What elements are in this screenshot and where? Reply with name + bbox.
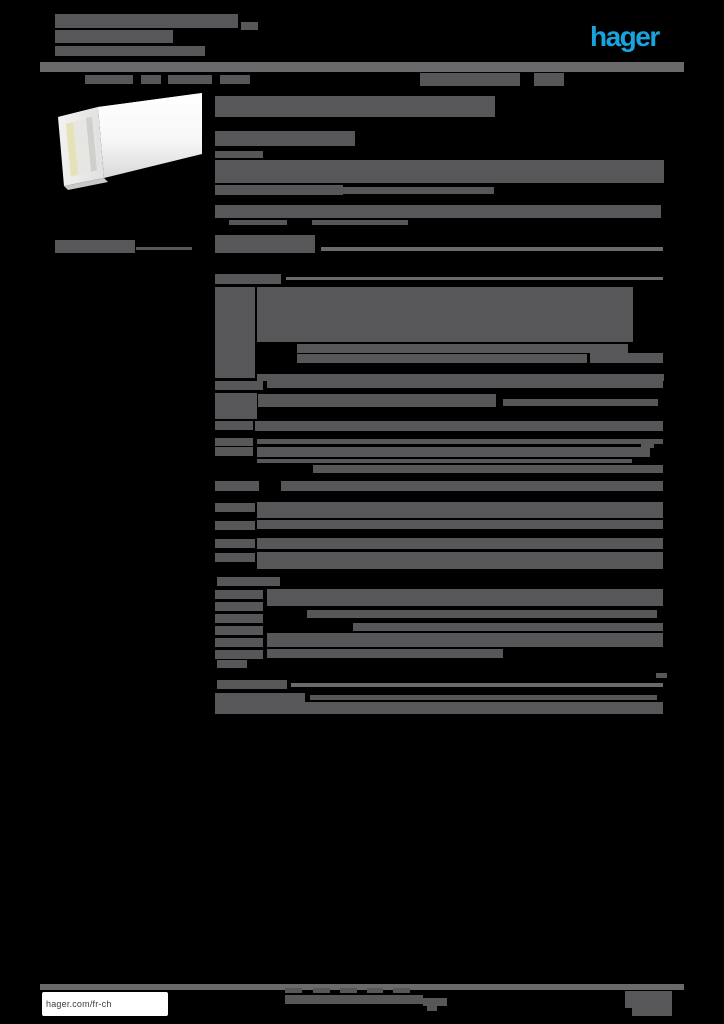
spec-row-label <box>215 650 263 659</box>
footer-page-block <box>632 1008 672 1016</box>
spec-row-label <box>215 481 259 491</box>
section-rule <box>321 247 663 251</box>
footer-rule <box>40 984 684 990</box>
trunking-bottom-lip <box>64 178 108 190</box>
footer-icon <box>313 988 330 993</box>
footnote-marker <box>656 673 667 678</box>
spec-row-label <box>215 590 263 599</box>
margin-reference-label <box>55 240 135 253</box>
spec-value-row <box>353 623 663 631</box>
spec-value-row <box>255 421 663 431</box>
footer-icon <box>367 988 383 993</box>
product-photo-trunking <box>58 93 202 190</box>
description-line <box>215 185 343 195</box>
spec-row-label <box>215 521 255 530</box>
spec-value-row <box>310 695 657 700</box>
spec-value-block <box>257 552 663 569</box>
footer-icon <box>393 988 410 993</box>
spec-row-label <box>215 421 253 430</box>
margin-reference-tail <box>136 247 192 250</box>
header-meta-text <box>220 75 250 84</box>
section-rule <box>291 683 663 687</box>
trunking-cavity-shadow <box>86 117 97 172</box>
description-fragment <box>229 220 287 225</box>
spec-value-row <box>257 447 650 457</box>
footer-meta-text <box>423 998 447 1006</box>
doc-title-line-2 <box>55 30 173 43</box>
spec-row-label <box>215 602 263 611</box>
spec-value-row <box>257 374 664 381</box>
trunking-inner-strip <box>66 122 78 177</box>
spec-value-block <box>257 287 633 342</box>
spec-value-row <box>267 381 663 388</box>
doc-title-superscript <box>241 22 258 30</box>
footer-meta-fragment <box>427 1006 437 1011</box>
spec-value-row <box>281 481 663 491</box>
footer-page-block <box>625 991 672 1008</box>
spec-row-label <box>215 274 281 284</box>
header-meta-bold <box>534 73 564 86</box>
header-meta-text <box>141 75 161 84</box>
section-rule <box>286 277 663 280</box>
footer-icon <box>285 988 302 993</box>
spec-row-label <box>215 381 263 390</box>
header-meta-bold <box>420 73 520 86</box>
footnote-marker <box>641 441 654 448</box>
spec-row-label <box>215 693 305 703</box>
description-line <box>334 187 494 194</box>
spec-row-label <box>215 553 255 562</box>
spec-row-label <box>215 503 255 512</box>
spec-row-label <box>217 660 247 668</box>
spec-label-column <box>215 393 257 419</box>
spec-value-row <box>257 459 632 463</box>
product-subtitle <box>215 131 355 146</box>
spec-row-label <box>215 626 263 635</box>
doc-title-line-1 <box>55 14 238 28</box>
header-meta-text <box>85 75 133 84</box>
section-header <box>215 235 315 253</box>
trunking-side-face <box>98 93 202 178</box>
spec-value-row <box>257 538 663 549</box>
spec-row-label <box>215 438 253 446</box>
spec-row-label <box>215 638 263 647</box>
spec-row-label <box>217 577 280 586</box>
spec-value-row <box>307 610 657 618</box>
spec-value-row <box>257 520 663 529</box>
doc-subtitle-line <box>55 46 205 56</box>
description-paragraph <box>215 160 664 183</box>
spec-value-row <box>297 344 628 353</box>
spec-value-row <box>313 465 663 473</box>
spec-value-row <box>258 394 496 407</box>
hager-logo-text: hager <box>590 21 660 52</box>
hager-logo: hager <box>590 22 670 56</box>
footer-website-link[interactable]: hager.com/fr-ch <box>42 992 168 1016</box>
description-fragment <box>312 220 408 225</box>
header-meta-text <box>168 75 212 84</box>
spec-row-label <box>215 614 263 623</box>
spec-value-row <box>257 439 663 444</box>
spec-value-block <box>267 589 663 606</box>
spec-value-row <box>297 354 587 363</box>
spec-value-fragment <box>590 353 663 363</box>
product-title <box>215 96 495 117</box>
description-label <box>215 151 263 158</box>
description-paragraph <box>215 205 661 218</box>
spec-value-block <box>267 633 663 647</box>
spec-value-row <box>503 399 658 406</box>
header-rule <box>40 62 684 72</box>
footer-icon <box>340 988 357 993</box>
spec-row-label <box>215 539 255 548</box>
footer-meta-text <box>285 995 423 1004</box>
spec-label-column <box>215 287 255 378</box>
spec-value-block <box>215 702 663 714</box>
spec-value-row <box>267 649 503 658</box>
spec-row-label <box>215 447 253 456</box>
footer-website-text: hager.com/fr-ch <box>46 999 112 1009</box>
spec-value-block <box>257 502 663 518</box>
section-header <box>217 680 287 689</box>
